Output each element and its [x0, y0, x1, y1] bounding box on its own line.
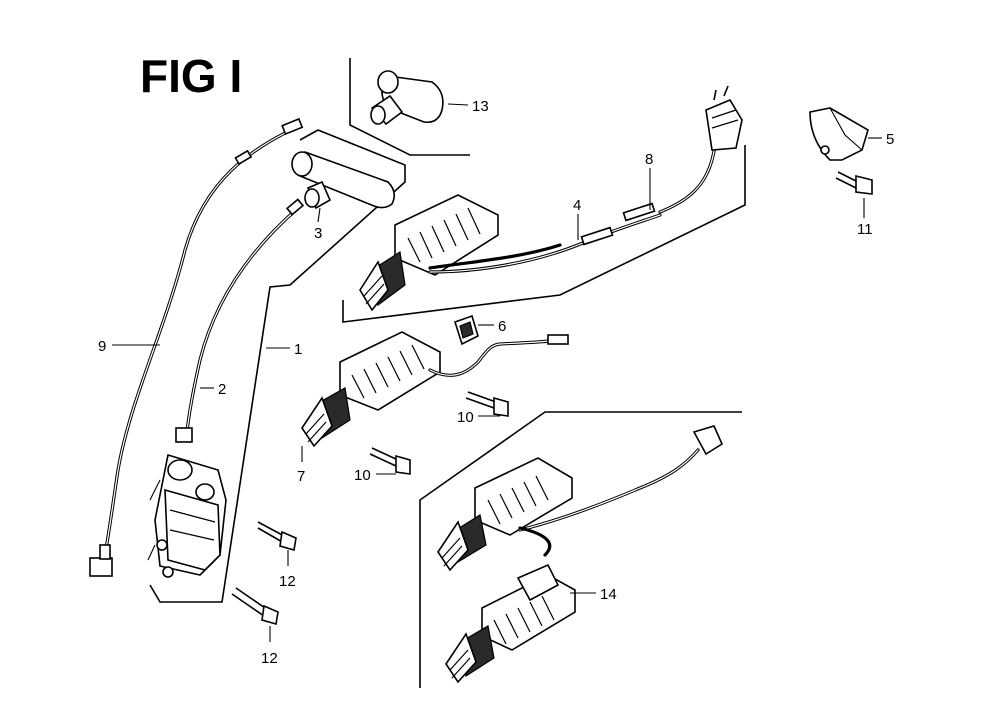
callout-1: 1	[294, 341, 302, 358]
spark-plug-cap-13	[370, 70, 444, 126]
leader-lines	[112, 103, 882, 642]
grommet-6	[454, 314, 479, 346]
callout-11: 11	[857, 221, 873, 238]
callout-labels: 13 3 5 11 4 8 6 9 2 1 7 10 10 12 12 14	[98, 98, 894, 667]
bracket-5	[809, 107, 869, 161]
figure-title: FIG I	[140, 50, 242, 102]
wire-harness-8	[658, 85, 743, 214]
exciter-coil-7	[301, 331, 569, 448]
callout-4: 4	[573, 197, 581, 214]
callout-3: 3	[314, 225, 322, 242]
outline-group-14	[419, 411, 742, 688]
callout-6: 6	[498, 318, 506, 335]
callout-12-upper: 12	[279, 573, 296, 590]
callout-10-lower: 10	[354, 467, 371, 484]
callout-2: 2	[218, 381, 226, 398]
callout-10-upper: 10	[457, 409, 474, 426]
bolt-10-lower	[369, 447, 411, 475]
outline-group-1	[149, 129, 406, 603]
outline-group-13	[349, 58, 470, 156]
leader-13	[447, 103, 469, 106]
bolt-12-upper	[257, 521, 297, 552]
ignition-coil-1	[147, 453, 227, 578]
outline-group-4	[342, 145, 746, 323]
callout-7: 7	[297, 468, 305, 485]
high-tension-wire-2	[175, 198, 305, 443]
group-outlines	[149, 58, 746, 688]
leader-3	[317, 207, 321, 223]
callout-14: 14	[600, 586, 617, 603]
exciter-coil-14-lower	[445, 563, 576, 684]
callout-8: 8	[645, 151, 653, 168]
outline-group-1-top	[299, 129, 319, 141]
callout-13: 13	[472, 98, 489, 115]
bolt-11	[835, 171, 873, 195]
callout-12-lower: 12	[261, 650, 278, 667]
coil-lead-wire-4	[428, 202, 662, 274]
callout-9: 9	[98, 338, 106, 355]
exciter-coil-14-upper	[437, 425, 724, 572]
callout-5: 5	[886, 131, 894, 148]
ground-wire-9	[89, 117, 304, 577]
bolt-10-upper	[465, 391, 509, 417]
bolt-12-lower	[231, 587, 279, 626]
exciter-coil-upper	[359, 194, 499, 312]
spark-plug-cap-3	[291, 151, 396, 210]
